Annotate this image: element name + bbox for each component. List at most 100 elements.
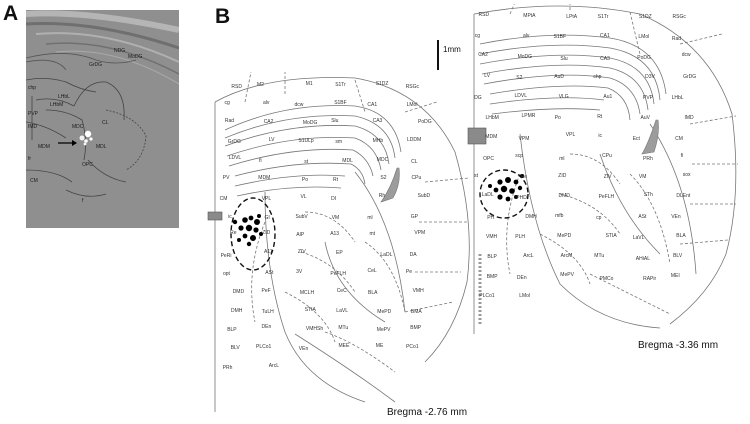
region-label: BMP (410, 325, 422, 332)
photo-label-ndg: NDG (114, 48, 126, 54)
region-label: M2 (257, 81, 264, 88)
region-label: ic (228, 213, 232, 220)
region-label: cp (596, 215, 602, 221)
region-label: Ect (632, 135, 640, 142)
region-label: LDVL (228, 155, 242, 162)
region-label: BLA (676, 232, 686, 239)
region-label: ME (375, 343, 384, 349)
region-label: cg (224, 99, 230, 106)
region-label: ZIV (603, 173, 612, 180)
region-label: PHD (516, 195, 527, 202)
photo-label-lhbm: LHbM (50, 102, 64, 108)
region-label: VPL (565, 132, 576, 139)
region-label: TuLH (261, 308, 274, 315)
region-label: ArcL (268, 363, 279, 370)
region-label: MDC (376, 157, 389, 164)
region-label: BLA (368, 289, 378, 296)
region-label: CPu (411, 175, 422, 182)
region-label: 3V (296, 268, 303, 275)
region-label: LPtA (566, 13, 578, 20)
photo-label-pvp: PVP (28, 111, 39, 117)
region-label: CPu (602, 153, 612, 159)
region-label: Rad (224, 118, 235, 125)
region-label: VPM (414, 230, 426, 237)
region-label: ic (598, 132, 603, 139)
region-label: alv (263, 99, 270, 106)
region-label: S1Tr (597, 14, 609, 21)
region-label: ArcL (523, 253, 534, 260)
region-label: MHb (372, 137, 384, 144)
region-label: Rh (378, 193, 386, 200)
region-label: AuD (554, 73, 565, 80)
histology-outlines (26, 10, 179, 228)
region-label: CA1 (600, 32, 610, 39)
region-label: AIP (296, 231, 305, 238)
region-label: GP (410, 214, 419, 221)
region-label: DEn (516, 274, 527, 281)
region-label: VM (331, 215, 340, 222)
region-label: Rt (333, 177, 338, 184)
region-label: MEE (338, 342, 350, 349)
region-label: DMH (525, 214, 537, 221)
region-label: DA (409, 251, 417, 258)
region-label: DLEnt (676, 193, 691, 199)
region-label: st (474, 173, 478, 180)
region-label: CM (219, 196, 228, 203)
region-label: PeFLH (330, 270, 346, 277)
region-label: MCLH (299, 289, 315, 296)
region-label: ml (559, 155, 565, 162)
scale-bar-label: 1mm (443, 45, 461, 54)
region-label: Slu (560, 56, 568, 62)
region-label: EP (336, 250, 343, 257)
photo-label-fr: fr (28, 156, 32, 162)
region-label: CeC (336, 287, 347, 294)
region-label: IMD (684, 114, 694, 121)
region-label: LHbL (671, 95, 684, 101)
region-label: Re (520, 174, 528, 181)
region-label: GI (264, 214, 270, 221)
region-label: ASt (638, 214, 647, 221)
region-label: OPC (483, 155, 494, 162)
region-label: M1 (305, 80, 313, 87)
photo-label-opc: OPC (82, 162, 93, 168)
region-label: LMol (638, 33, 650, 40)
region-label: PMCo (599, 275, 614, 282)
region-label: S1DZ (375, 80, 389, 87)
photo-label-chp: chp (28, 85, 37, 91)
region-label: BLV (230, 345, 240, 352)
region-label: ASt (265, 269, 274, 276)
photo-label-lhbl: LHbL (58, 94, 70, 100)
photo-label-mdm: MDM (38, 144, 50, 150)
region-label: dcw (681, 52, 691, 59)
region-label: LaDL (481, 192, 494, 199)
region-label: MePV (376, 326, 391, 333)
region-label: GrDG (683, 73, 697, 80)
region-label: LMol (406, 102, 418, 109)
region-label: DMH (231, 307, 243, 314)
region-label: CA2 (478, 52, 488, 59)
region-label: ZIV (297, 249, 306, 255)
panel-b-label: B (215, 5, 231, 28)
region-label: SubV (295, 214, 308, 221)
region-label: LMol (519, 292, 531, 299)
region-label: CeL (367, 267, 377, 274)
region-label: Pe (405, 268, 413, 275)
region-label: LDVL (514, 93, 528, 100)
region-label: ZID (558, 172, 567, 179)
region-label: PeF (261, 287, 271, 294)
region-label: GrDG (227, 138, 241, 145)
photo-label-mdl: MDL (96, 144, 107, 150)
region-label: LV (268, 137, 275, 144)
histology-photo: NDG MoDG GrDG chp LHbL LHbM PVP IMD CL M… (26, 10, 179, 228)
region-label: LDDM (407, 137, 422, 143)
region-label: BLP (487, 253, 497, 260)
region-label: STIA (605, 232, 617, 239)
region-label: S1BF (334, 100, 347, 106)
region-label: CM (675, 136, 683, 142)
photo-label-imd: IMD (28, 124, 38, 130)
region-label: PRh (222, 365, 233, 372)
region-label: Po (301, 176, 309, 183)
region-label: PoDG (637, 55, 651, 62)
region-label: dcw (294, 101, 304, 108)
